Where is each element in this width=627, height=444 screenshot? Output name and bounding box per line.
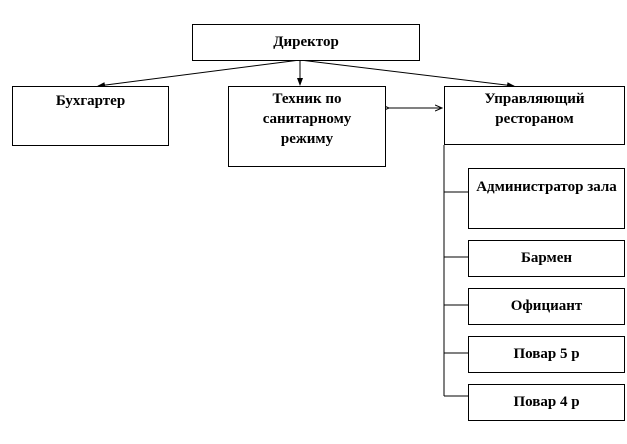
node-bartender: Бармен: [468, 240, 625, 277]
node-manager: Управляющий рестораном: [444, 86, 625, 145]
node-label: Директор: [273, 34, 339, 50]
node-sanitary-tech: Техник по санитарному режиму: [228, 86, 386, 167]
arrow-director-manager: [299, 59, 515, 89]
arrow-director-accountant: [97, 59, 301, 89]
node-waiter: Официант: [468, 288, 625, 325]
node-hall-admin: Администратор зала: [468, 168, 625, 229]
node-label: Администратор зала: [476, 179, 617, 195]
node-cook-4: Повар 4 р: [468, 384, 625, 421]
node-label: Бармен: [520, 250, 573, 266]
node-label: Повар 4 р: [513, 394, 580, 410]
node-cook-5: Повар 5 р: [468, 336, 625, 373]
node-label: Повар 5 р: [513, 346, 580, 362]
node-label: Техник по санитарному режиму: [262, 91, 352, 147]
node-label: Управляющий рестораном: [484, 91, 585, 127]
node-label: Бухгартер: [55, 93, 126, 109]
node-accountant: Бухгартер: [12, 86, 169, 146]
node-director: Директор: [192, 24, 420, 61]
node-label: Официант: [510, 298, 583, 314]
